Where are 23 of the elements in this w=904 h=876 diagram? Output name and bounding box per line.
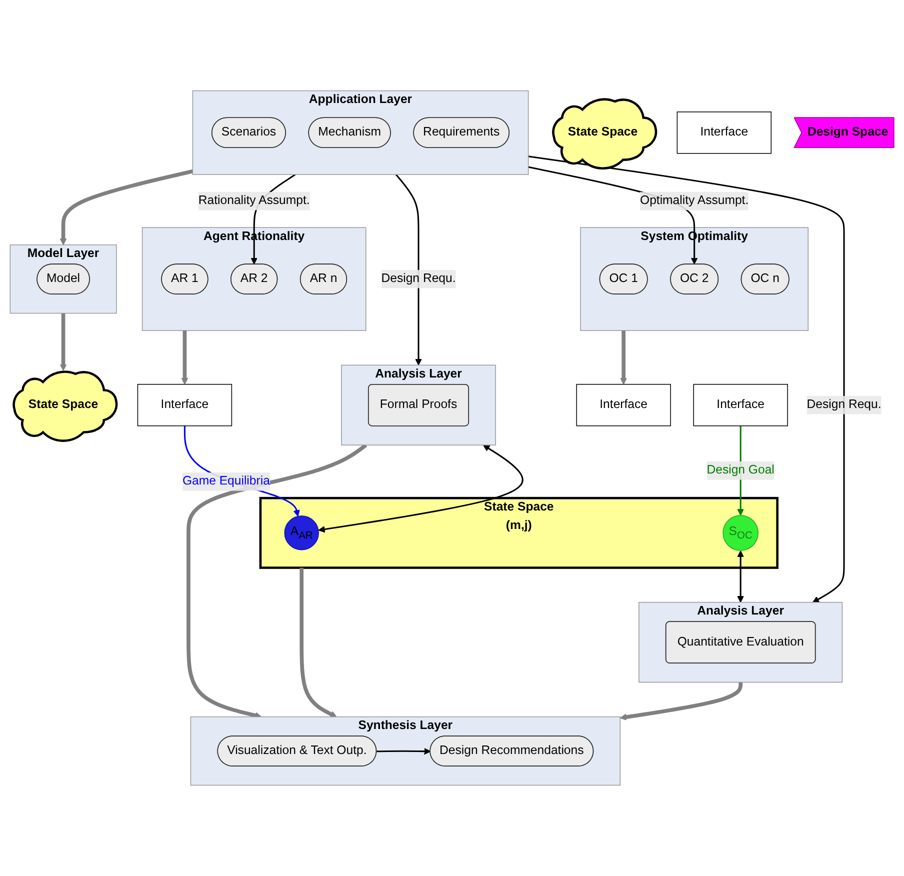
edge-label: Rationality Assumpt. <box>198 194 310 208</box>
node-box: Interface <box>137 384 232 426</box>
node-box: Interface <box>676 112 772 154</box>
arrow <box>318 444 524 533</box>
arrow <box>620 682 742 720</box>
arrow <box>395 174 422 366</box>
node-circle: A$_{AR}$ <box>284 516 319 550</box>
arrow <box>60 313 67 371</box>
edge-label: Design Requ. <box>381 272 456 286</box>
arrow <box>181 330 188 385</box>
edge-label: Game Equilibria <box>182 474 270 488</box>
arrow <box>60 169 194 246</box>
edge-label: Design Requ. <box>806 398 882 412</box>
arrow <box>300 568 337 718</box>
arrow <box>737 550 744 603</box>
arrow <box>620 330 627 385</box>
node-box: Interface <box>576 384 671 426</box>
edge-label: Design Goal <box>706 464 774 477</box>
edge-label: Optimality Assumpt. <box>640 194 749 208</box>
arrow <box>376 748 431 755</box>
node-box: Interface <box>693 384 788 426</box>
arrow <box>186 444 368 719</box>
node-circle: S$_{OC}$ <box>722 514 758 551</box>
